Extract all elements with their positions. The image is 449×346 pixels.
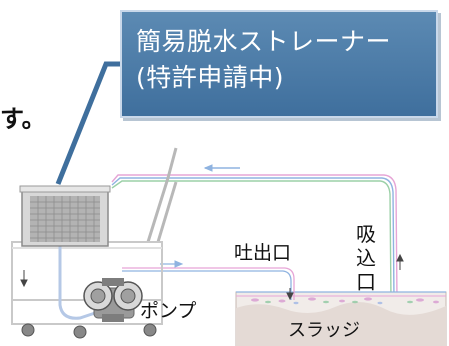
flow-arrow-cart — [20, 270, 28, 288]
outlet-label: 吐出口 — [234, 242, 292, 264]
sludge-tank — [235, 291, 447, 346]
diaphragm-pump — [83, 278, 143, 322]
flow-arrow-down — [286, 288, 294, 301]
discharge-pipe — [122, 267, 295, 300]
return-pipe — [111, 174, 398, 301]
sludge-label: スラッジ — [288, 320, 360, 341]
cart-handle — [146, 147, 178, 243]
partial-text: す。 — [0, 105, 46, 133]
flow-arrow-up — [396, 253, 404, 270]
callout-title: 簡易脱水ストレーナー — [136, 27, 392, 56]
suction-hose — [58, 246, 99, 320]
strainer-basket — [19, 185, 111, 247]
callout-subtitle: (特許申請中) — [136, 63, 285, 92]
callout-box: 簡易脱水ストレーナー (特許申請中) — [120, 10, 438, 118]
flow-arrow-top — [203, 164, 240, 172]
cart-wheels — [21, 323, 157, 339]
callout-leader-line — [55, 61, 122, 185]
inlet-label: 吸込口 — [356, 222, 376, 294]
flow-arrow-discharge — [160, 260, 184, 268]
pump-label: ポンプ — [140, 300, 197, 322]
